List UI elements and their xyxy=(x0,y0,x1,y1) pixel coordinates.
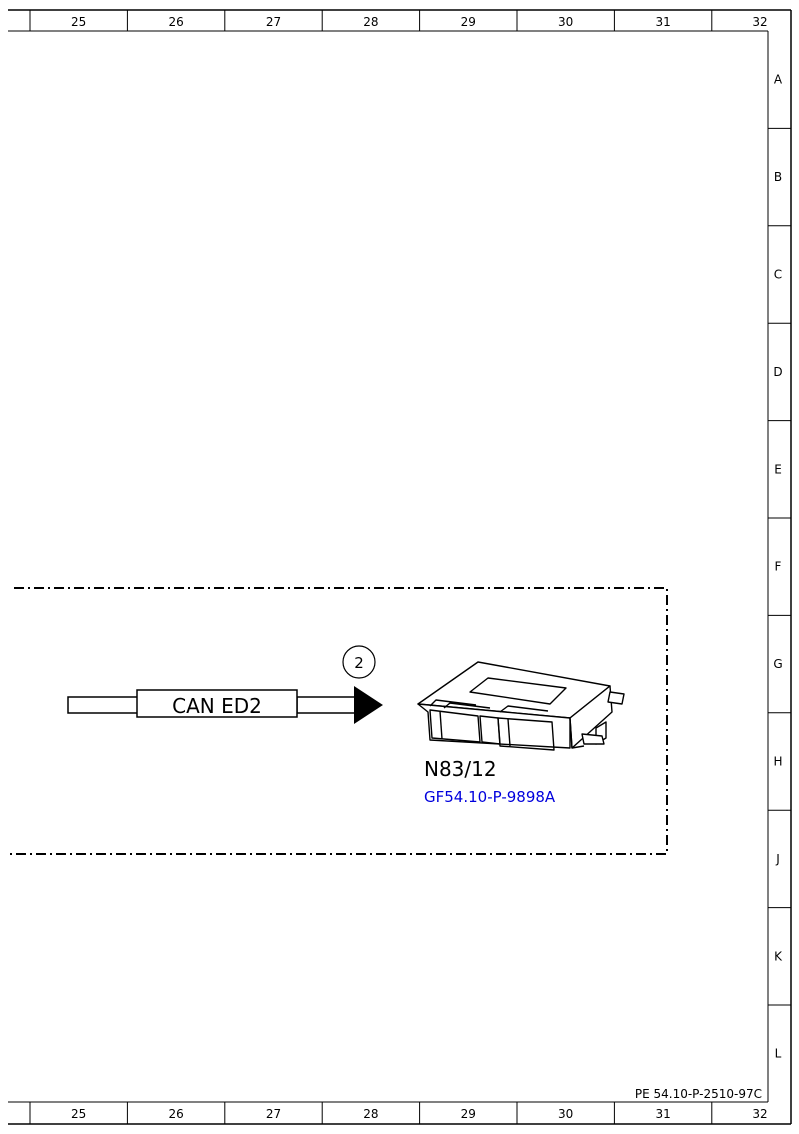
column-label-bottom: 26 xyxy=(168,1107,183,1121)
row-label: B xyxy=(774,170,782,184)
column-label-bottom: 28 xyxy=(363,1107,378,1121)
row-label: E xyxy=(774,462,782,476)
row-label: C xyxy=(774,268,782,282)
column-label-top: 31 xyxy=(655,15,670,29)
can-bus-label-box: CAN ED2 xyxy=(136,689,298,718)
row-label: L xyxy=(775,1047,782,1061)
column-label-top: 26 xyxy=(168,15,183,29)
row-label: H xyxy=(773,755,782,769)
component-document-link[interactable]: GF54.10-P-9898A xyxy=(424,788,556,806)
row-dividers xyxy=(768,127,791,1006)
column-label-top: 32 xyxy=(752,15,767,29)
callout-number: 2 xyxy=(354,654,364,672)
column-label-bottom: 27 xyxy=(266,1107,281,1121)
row-label: D xyxy=(773,365,782,379)
column-label-top: 27 xyxy=(266,15,281,29)
row-label: K xyxy=(774,949,783,963)
can-bus-line xyxy=(67,696,356,714)
column-labels-top: 25 26 27 28 29 30 31 32 xyxy=(71,15,768,29)
column-label-bottom: 29 xyxy=(461,1107,476,1121)
row-label: G xyxy=(773,657,782,671)
column-dividers xyxy=(29,10,713,1124)
can-bus-label: CAN ED2 xyxy=(172,694,262,718)
column-label-top: 25 xyxy=(71,15,86,29)
sheet-frame xyxy=(8,9,792,1125)
row-label: A xyxy=(774,73,783,87)
control-unit-illustration xyxy=(417,661,625,751)
column-label-bottom: 32 xyxy=(752,1107,767,1121)
row-labels: A B C D E F G H J K L xyxy=(773,73,783,1061)
column-label-bottom: 25 xyxy=(71,1107,86,1121)
document-id: PE 54.10-P-2510-97C xyxy=(635,1087,762,1101)
column-label-top: 29 xyxy=(461,15,476,29)
column-labels-bottom: 25 26 27 28 29 30 31 32 xyxy=(71,1107,768,1121)
row-label: J xyxy=(775,852,780,866)
component-boundary xyxy=(8,587,668,855)
signal-arrow xyxy=(354,686,383,724)
column-label-bottom: 31 xyxy=(655,1107,670,1121)
column-label-top: 28 xyxy=(363,15,378,29)
component-code: N83/12 xyxy=(424,757,497,781)
callout-marker: 2 xyxy=(342,645,376,679)
column-label-bottom: 30 xyxy=(558,1107,573,1121)
row-label: F xyxy=(775,560,782,574)
column-label-top: 30 xyxy=(558,15,573,29)
